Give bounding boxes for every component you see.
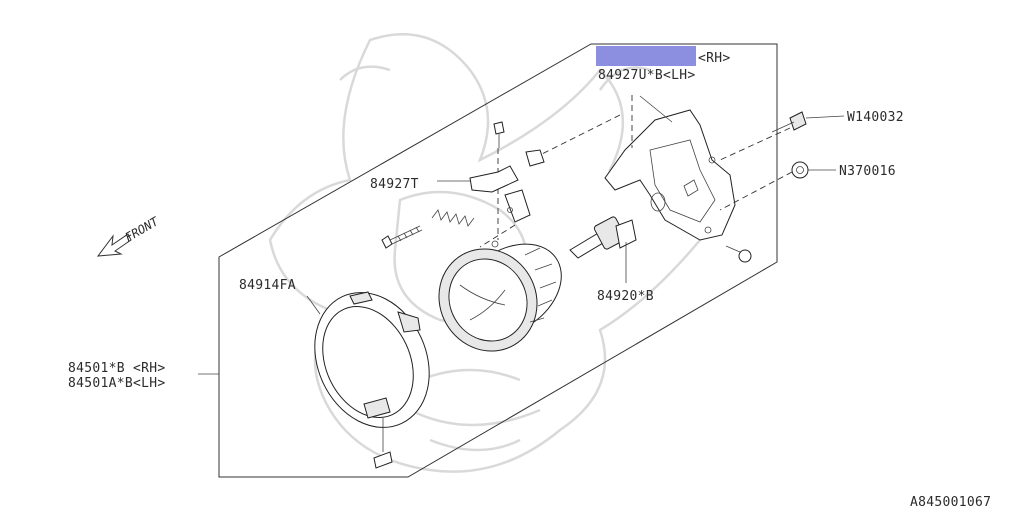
bracket-screw xyxy=(725,245,752,263)
front-arrow: FRONT xyxy=(96,214,162,257)
halogen-bulb xyxy=(569,216,637,262)
label-bracket-rh: <RH> xyxy=(698,51,731,66)
adjusting-screw xyxy=(381,225,423,249)
front-label: FRONT xyxy=(123,214,162,245)
label-clip: 84927T xyxy=(370,177,419,192)
assembly-guides xyxy=(479,95,793,248)
leader-screw-top xyxy=(805,115,845,119)
label-screw-top: W140032 xyxy=(847,110,904,125)
reference-code: A845001067 xyxy=(910,495,991,510)
mounting-bracket xyxy=(604,109,736,241)
flange-screw-top xyxy=(771,111,807,133)
top-screw xyxy=(493,121,505,148)
spring xyxy=(431,209,475,227)
ring-screw xyxy=(373,418,393,469)
label-bracket-lh: 84927U*B<LH> xyxy=(598,68,696,83)
fog-lamp-housing xyxy=(438,240,562,352)
redaction-box xyxy=(596,46,696,66)
flange-nut xyxy=(791,161,809,179)
leader-bracket xyxy=(639,95,673,123)
label-ring: 84914FA xyxy=(239,278,296,293)
clip-bracket xyxy=(469,149,545,223)
label-bulb: 84920*B xyxy=(597,289,654,304)
label-assy-rh: 84501*B <RH> xyxy=(68,361,166,376)
bezel-ring xyxy=(314,291,430,428)
assembly-frame xyxy=(218,43,778,478)
watermark-emblem xyxy=(268,33,702,473)
leader-ring xyxy=(306,295,321,315)
label-assy-lh: 84501A*B<LH> xyxy=(68,376,166,391)
label-nut: N370016 xyxy=(839,164,896,179)
